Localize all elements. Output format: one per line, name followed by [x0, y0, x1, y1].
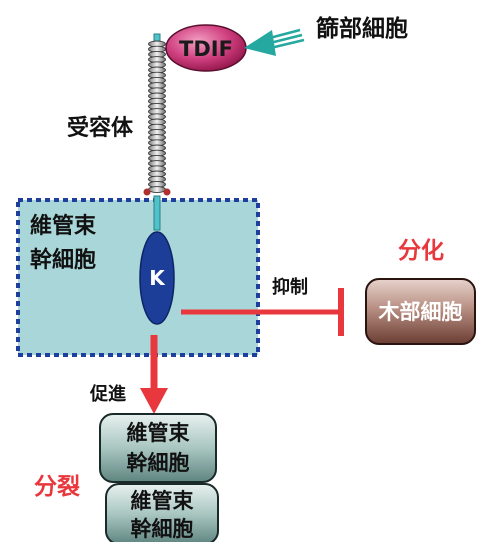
- differentiation-label: 分化: [398, 238, 444, 264]
- secretion-arrow: [244, 28, 305, 56]
- suppress-label: 抑制: [272, 277, 308, 298]
- stem-cell-lower-line2: 幹細胞: [130, 517, 194, 541]
- xylem-cell-box: [365, 278, 476, 345]
- promotion-arrow: [140, 335, 168, 414]
- coil-segment: [148, 186, 166, 194]
- suppression-arrow: [181, 288, 344, 336]
- receptor-stalk-bottom: [153, 195, 161, 231]
- stem-cell-upper-line1: 維管束: [126, 421, 190, 445]
- tdif-label: TDIF: [179, 37, 233, 61]
- membrane-dot-left: [143, 188, 151, 196]
- sieve-cell-label: 篩部細胞: [316, 16, 408, 42]
- division-label: 分裂: [34, 474, 80, 500]
- vascular-label-line2: 幹細胞: [30, 248, 97, 273]
- kinase-label: K: [149, 266, 166, 290]
- vascular-label-line1: 維管束: [30, 214, 97, 239]
- stem-cell-box-upper: [99, 413, 217, 483]
- receptor-coil: [148, 40, 166, 194]
- promote-label: 促進: [90, 384, 126, 405]
- vascular-bundle-region: [16, 198, 260, 357]
- xylem-cell-label: 木部細胞: [378, 300, 463, 324]
- receptor-label: 受容体: [67, 116, 134, 141]
- kinase-domain: [139, 231, 175, 325]
- stem-cell-upper-line2: 幹細胞: [126, 451, 190, 475]
- stem-cell-lower-line1: 維管束: [130, 489, 194, 513]
- membrane-dot-right: [163, 188, 171, 196]
